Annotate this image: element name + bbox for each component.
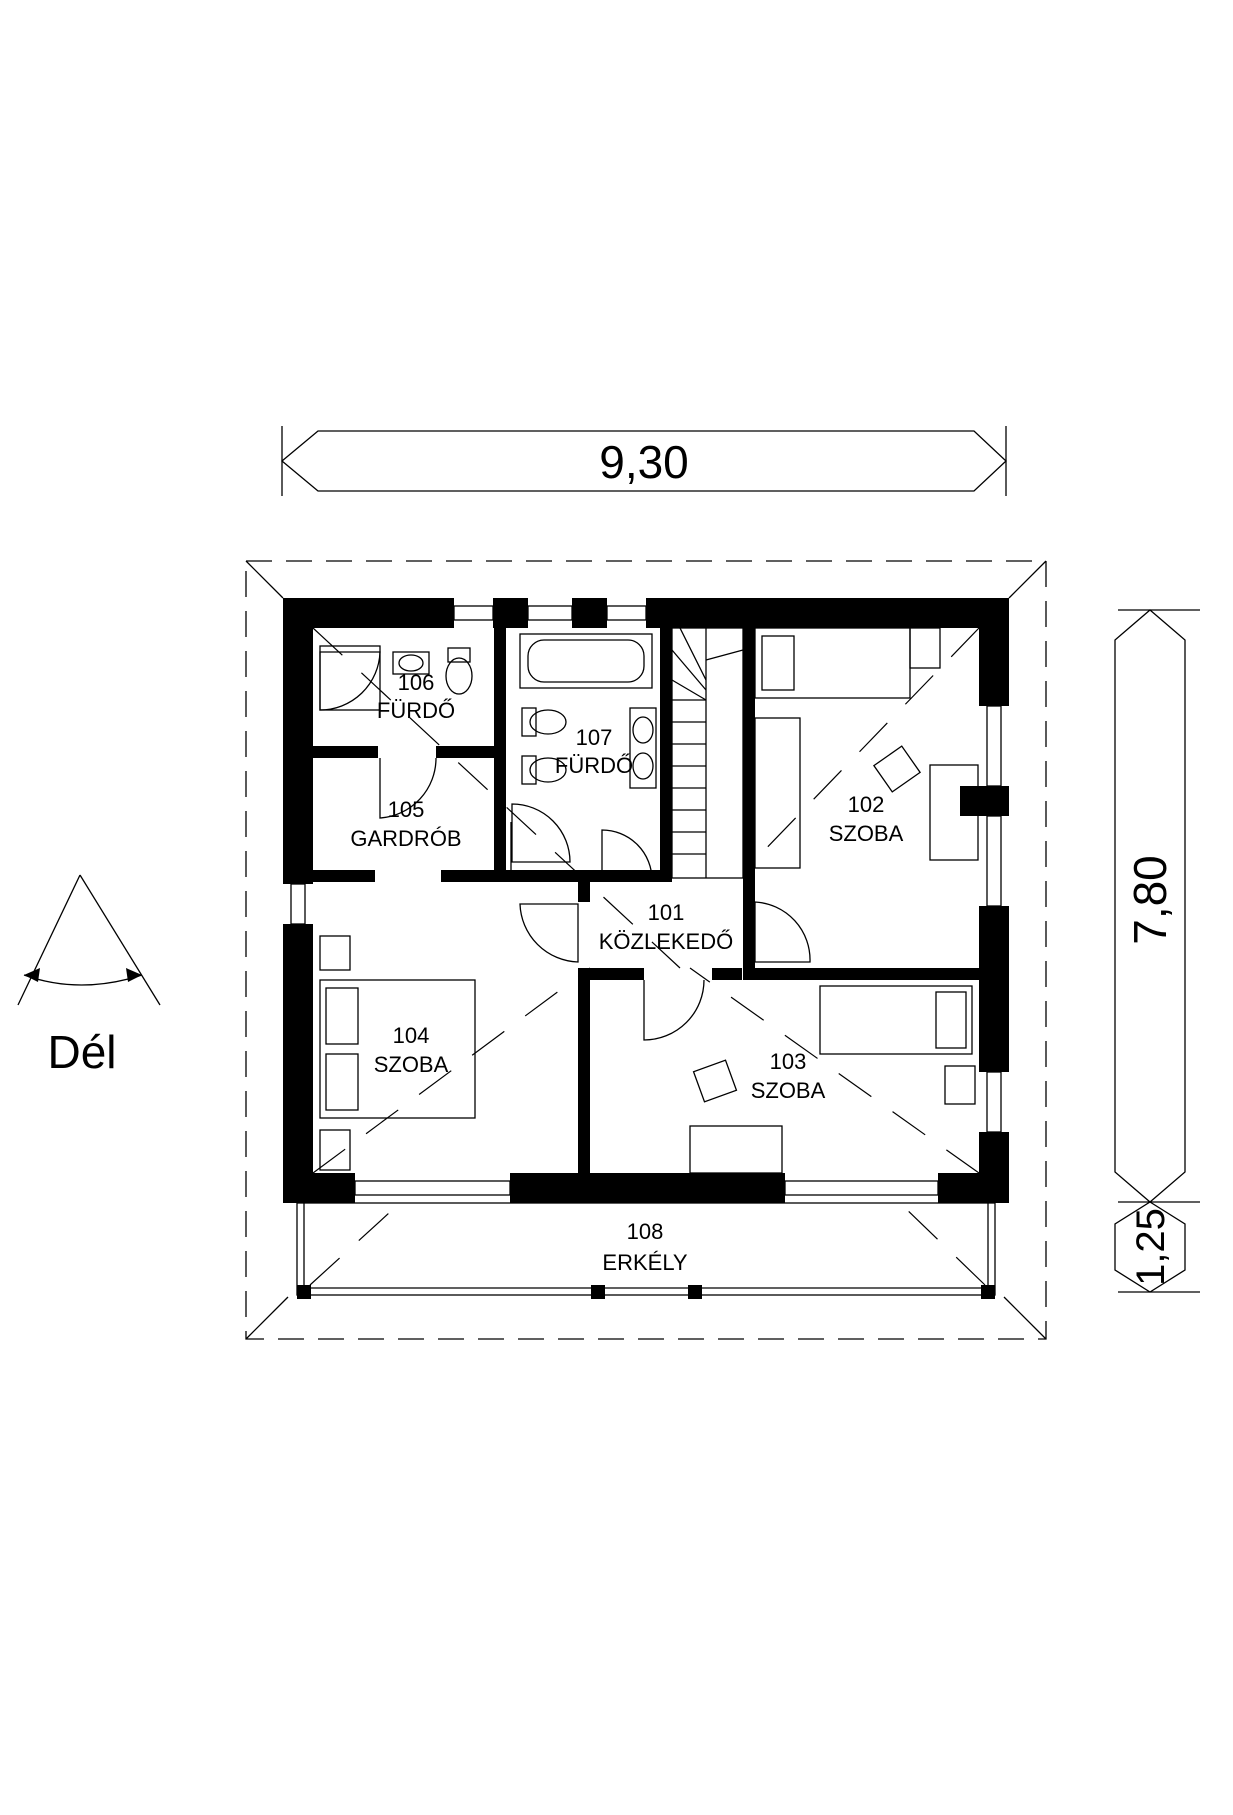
room-name: FÜRDŐ xyxy=(377,698,455,723)
roof-slope-lines xyxy=(312,627,980,1174)
room-number: 108 xyxy=(627,1219,664,1244)
room-number: 103 xyxy=(770,1049,807,1074)
room-102-label: 102 SZOBA xyxy=(829,792,904,846)
balcony-dimension-label: 1,25 xyxy=(1129,1208,1173,1286)
room-105-label: 105 GARDRÓB xyxy=(350,797,461,851)
balcony xyxy=(296,1202,996,1299)
room-name: SZOBA xyxy=(751,1078,826,1103)
width-dimension-label: 9,30 xyxy=(599,436,689,488)
compass: Dél xyxy=(17,874,161,1078)
room-name: ERKÉLY xyxy=(602,1250,688,1275)
width-dimension: 9,30 xyxy=(280,426,1007,496)
room-108-label: 108 ERKÉLY xyxy=(602,1219,688,1275)
room-name: SZOBA xyxy=(829,821,904,846)
room-labels: 106 FÜRDŐ 107 FÜRDŐ 105 GARDRÓB 102 SZOB… xyxy=(350,670,903,1275)
fixtures xyxy=(319,627,979,1174)
interior-walls xyxy=(313,628,979,1173)
stair xyxy=(671,627,744,879)
room-number: 106 xyxy=(398,670,435,695)
room-number: 105 xyxy=(388,797,425,822)
depth-dimension-label: 7,80 xyxy=(1124,855,1176,945)
exterior-walls xyxy=(283,598,1009,1203)
room-106-label: 106 FÜRDŐ xyxy=(377,670,455,723)
room-name: SZOBA xyxy=(374,1052,449,1077)
room-104-label: 104 SZOBA xyxy=(374,1023,449,1077)
room-number: 104 xyxy=(393,1023,430,1048)
room-name: FÜRDŐ xyxy=(555,753,633,778)
room-number: 101 xyxy=(648,900,685,925)
roof-outline xyxy=(245,560,1047,1340)
depth-dimension: 7,80 1,25 xyxy=(1114,609,1200,1293)
compass-label: Dél xyxy=(47,1026,116,1078)
room-101-label: 101 KÖZLEKEDŐ xyxy=(599,900,733,954)
room-103-label: 103 SZOBA xyxy=(751,1049,826,1103)
room-name: KÖZLEKEDŐ xyxy=(599,929,733,954)
room-name: GARDRÓB xyxy=(350,826,461,851)
doors xyxy=(379,757,811,1041)
room-107-label: 107 FÜRDŐ xyxy=(555,725,633,778)
room-number: 102 xyxy=(848,792,885,817)
room-number: 107 xyxy=(576,725,613,750)
